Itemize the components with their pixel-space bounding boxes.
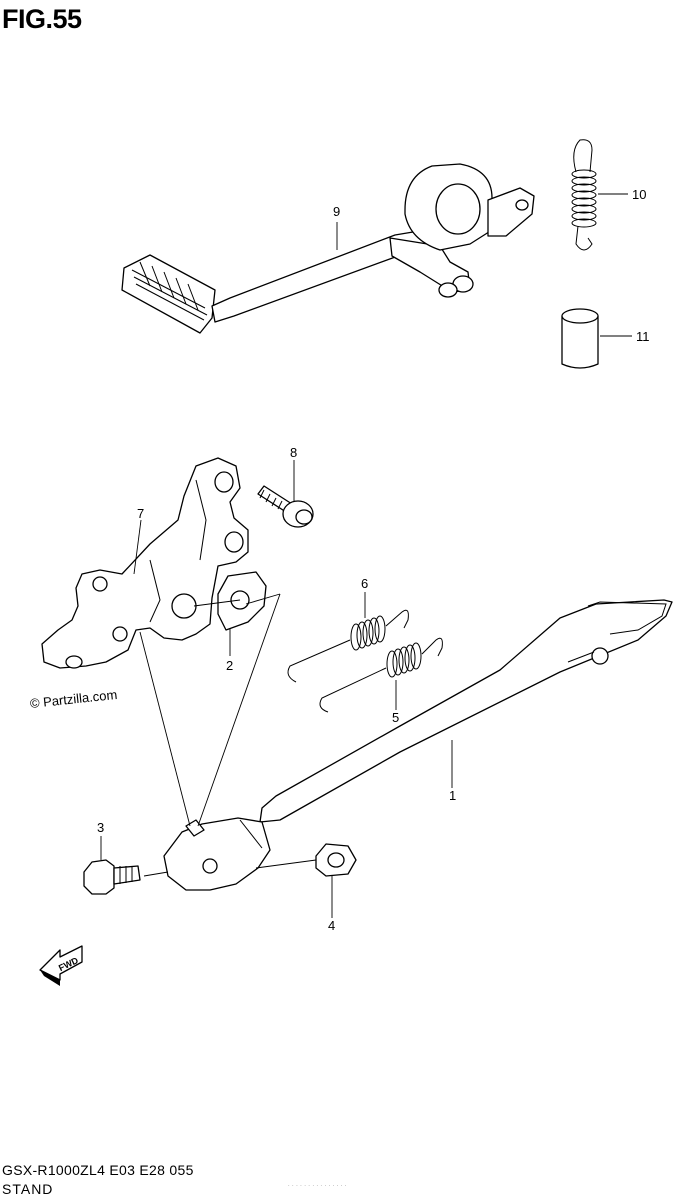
callout-6: 6 xyxy=(361,576,368,591)
callout-3: 3 xyxy=(97,820,104,835)
callout-9: 9 xyxy=(333,204,340,219)
part-3-bolt[interactable] xyxy=(83,859,141,895)
callout-labels: 1 2 3 4 5 6 7 8 9 10 11 xyxy=(97,187,650,933)
callout-2: 2 xyxy=(226,658,233,673)
figure-title: FIG.55 xyxy=(2,4,82,34)
callout-5: 5 xyxy=(392,710,399,725)
section-name: STAND xyxy=(2,1181,54,1197)
part-6-spring[interactable] xyxy=(287,609,409,683)
callout-8: 8 xyxy=(290,445,297,460)
callout-4: 4 xyxy=(328,918,335,933)
part-4-nut[interactable] xyxy=(315,843,357,877)
part-7-bracket[interactable] xyxy=(41,457,249,669)
fine-print: · · · · · · · · · · · · · · · xyxy=(288,1183,347,1189)
leader-lines xyxy=(100,193,632,918)
part-2-washer[interactable] xyxy=(217,571,267,631)
callout-10: 10 xyxy=(632,187,646,202)
part-10-spring[interactable] xyxy=(571,139,597,251)
model-line: GSX-R1000ZL4 E03 E28 055 xyxy=(2,1162,194,1178)
part-11-bushing[interactable] xyxy=(561,308,599,369)
fwd-arrow: FWD xyxy=(39,945,83,986)
part-1-stand[interactable] xyxy=(163,599,673,891)
part-8-bolt[interactable] xyxy=(257,485,314,528)
part-5-spring[interactable] xyxy=(319,637,443,713)
callout-7: 7 xyxy=(137,506,144,521)
part-9-lever[interactable] xyxy=(121,163,535,334)
callout-1: 1 xyxy=(449,788,456,803)
callout-11: 11 xyxy=(636,329,650,344)
